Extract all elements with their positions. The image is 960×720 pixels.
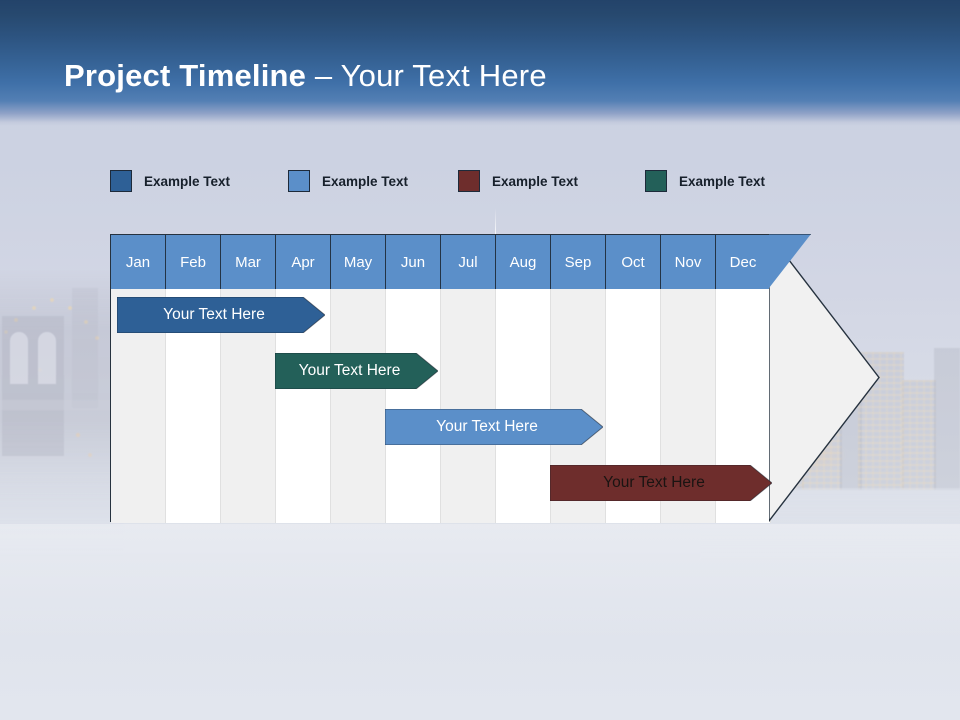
month-label: Apr (291, 253, 315, 271)
month-header-jul[interactable]: Jul (441, 235, 496, 289)
month-label: Feb (180, 253, 206, 271)
month-header-oct[interactable]: Oct (606, 235, 661, 289)
timeline-bar-4[interactable]: Your Text Here (550, 465, 772, 501)
month-label: Jan (125, 253, 151, 271)
timeline-bar-2[interactable]: Your Text Here (275, 353, 438, 389)
timeline-chart: Jan Feb Mar Apr May Jun Jul Aug Sep Oct Nov Dec You… (110, 208, 880, 523)
month-header-jan[interactable]: Jan (111, 235, 166, 289)
month-label: Nov (674, 253, 702, 271)
bar-label: Your Text Here (603, 474, 705, 491)
month-label: Jun (400, 253, 426, 271)
legend-color-swatch (110, 170, 132, 192)
month-header-may[interactable]: May (331, 235, 386, 289)
month-header-apr[interactable]: Apr (276, 235, 331, 289)
month-label: Aug (509, 253, 537, 271)
month-label: Mar (235, 253, 261, 271)
bar-arrow-shape (117, 297, 325, 333)
legend-color-swatch (645, 170, 667, 192)
month-header-nov[interactable]: Nov (661, 235, 716, 289)
timeline-bar-1[interactable]: Your Text Here (117, 297, 325, 333)
month-header-sep[interactable]: Sep (551, 235, 606, 289)
month-header-feb[interactable]: Feb (166, 235, 221, 289)
page-title: Project Timeline – Your Text Here (64, 58, 547, 94)
bar-label: Your Text Here (163, 306, 265, 323)
legend-item[interactable]: Example Text (645, 170, 765, 192)
month-header-aug[interactable]: Aug (496, 235, 551, 289)
month-header-dec[interactable]: Dec (716, 235, 771, 289)
month-label: Oct (621, 253, 645, 271)
legend-color-swatch (458, 170, 480, 192)
legend-label: Example Text (679, 173, 766, 189)
legend-label: Example Text (322, 173, 409, 189)
bar-arrow-shape (550, 465, 772, 501)
month-label: Jul (458, 253, 478, 271)
legend-item[interactable]: Example Text (458, 170, 578, 192)
title-light-part: – Your Text Here (306, 58, 547, 93)
month-header-jun[interactable]: Jun (386, 235, 441, 289)
bar-arrow-shape (275, 353, 438, 389)
legend-label: Example Text (492, 173, 579, 189)
month-label: Dec (729, 253, 757, 271)
legend-item[interactable]: Example Text (288, 170, 408, 192)
bar-label: Your Text Here (436, 418, 538, 435)
legend-color-swatch (288, 170, 310, 192)
month-header-arrow-wedge (769, 233, 880, 289)
title-bold-part: Project Timeline (64, 58, 307, 93)
title-bar: Project Timeline – Your Text Here (0, 0, 960, 126)
month-header-row: Jan Feb Mar Apr May Jun Jul Aug Sep Oct Nov Dec (111, 235, 771, 289)
legend-item[interactable]: Example Text (110, 170, 230, 192)
bar-arrow-shape (385, 409, 603, 445)
timeline-arrow-head (769, 234, 880, 522)
month-label: May (343, 253, 373, 271)
bar-label: Your Text Here (298, 362, 401, 379)
month-header-mar[interactable]: Mar (221, 235, 276, 289)
brooklyn-bridge-photo (0, 270, 124, 560)
timeline-bar-3[interactable]: Your Text Here (385, 409, 603, 445)
month-label: Sep (564, 253, 592, 271)
legend-label: Example Text (144, 173, 231, 189)
timeline-tick-marker (495, 208, 496, 234)
